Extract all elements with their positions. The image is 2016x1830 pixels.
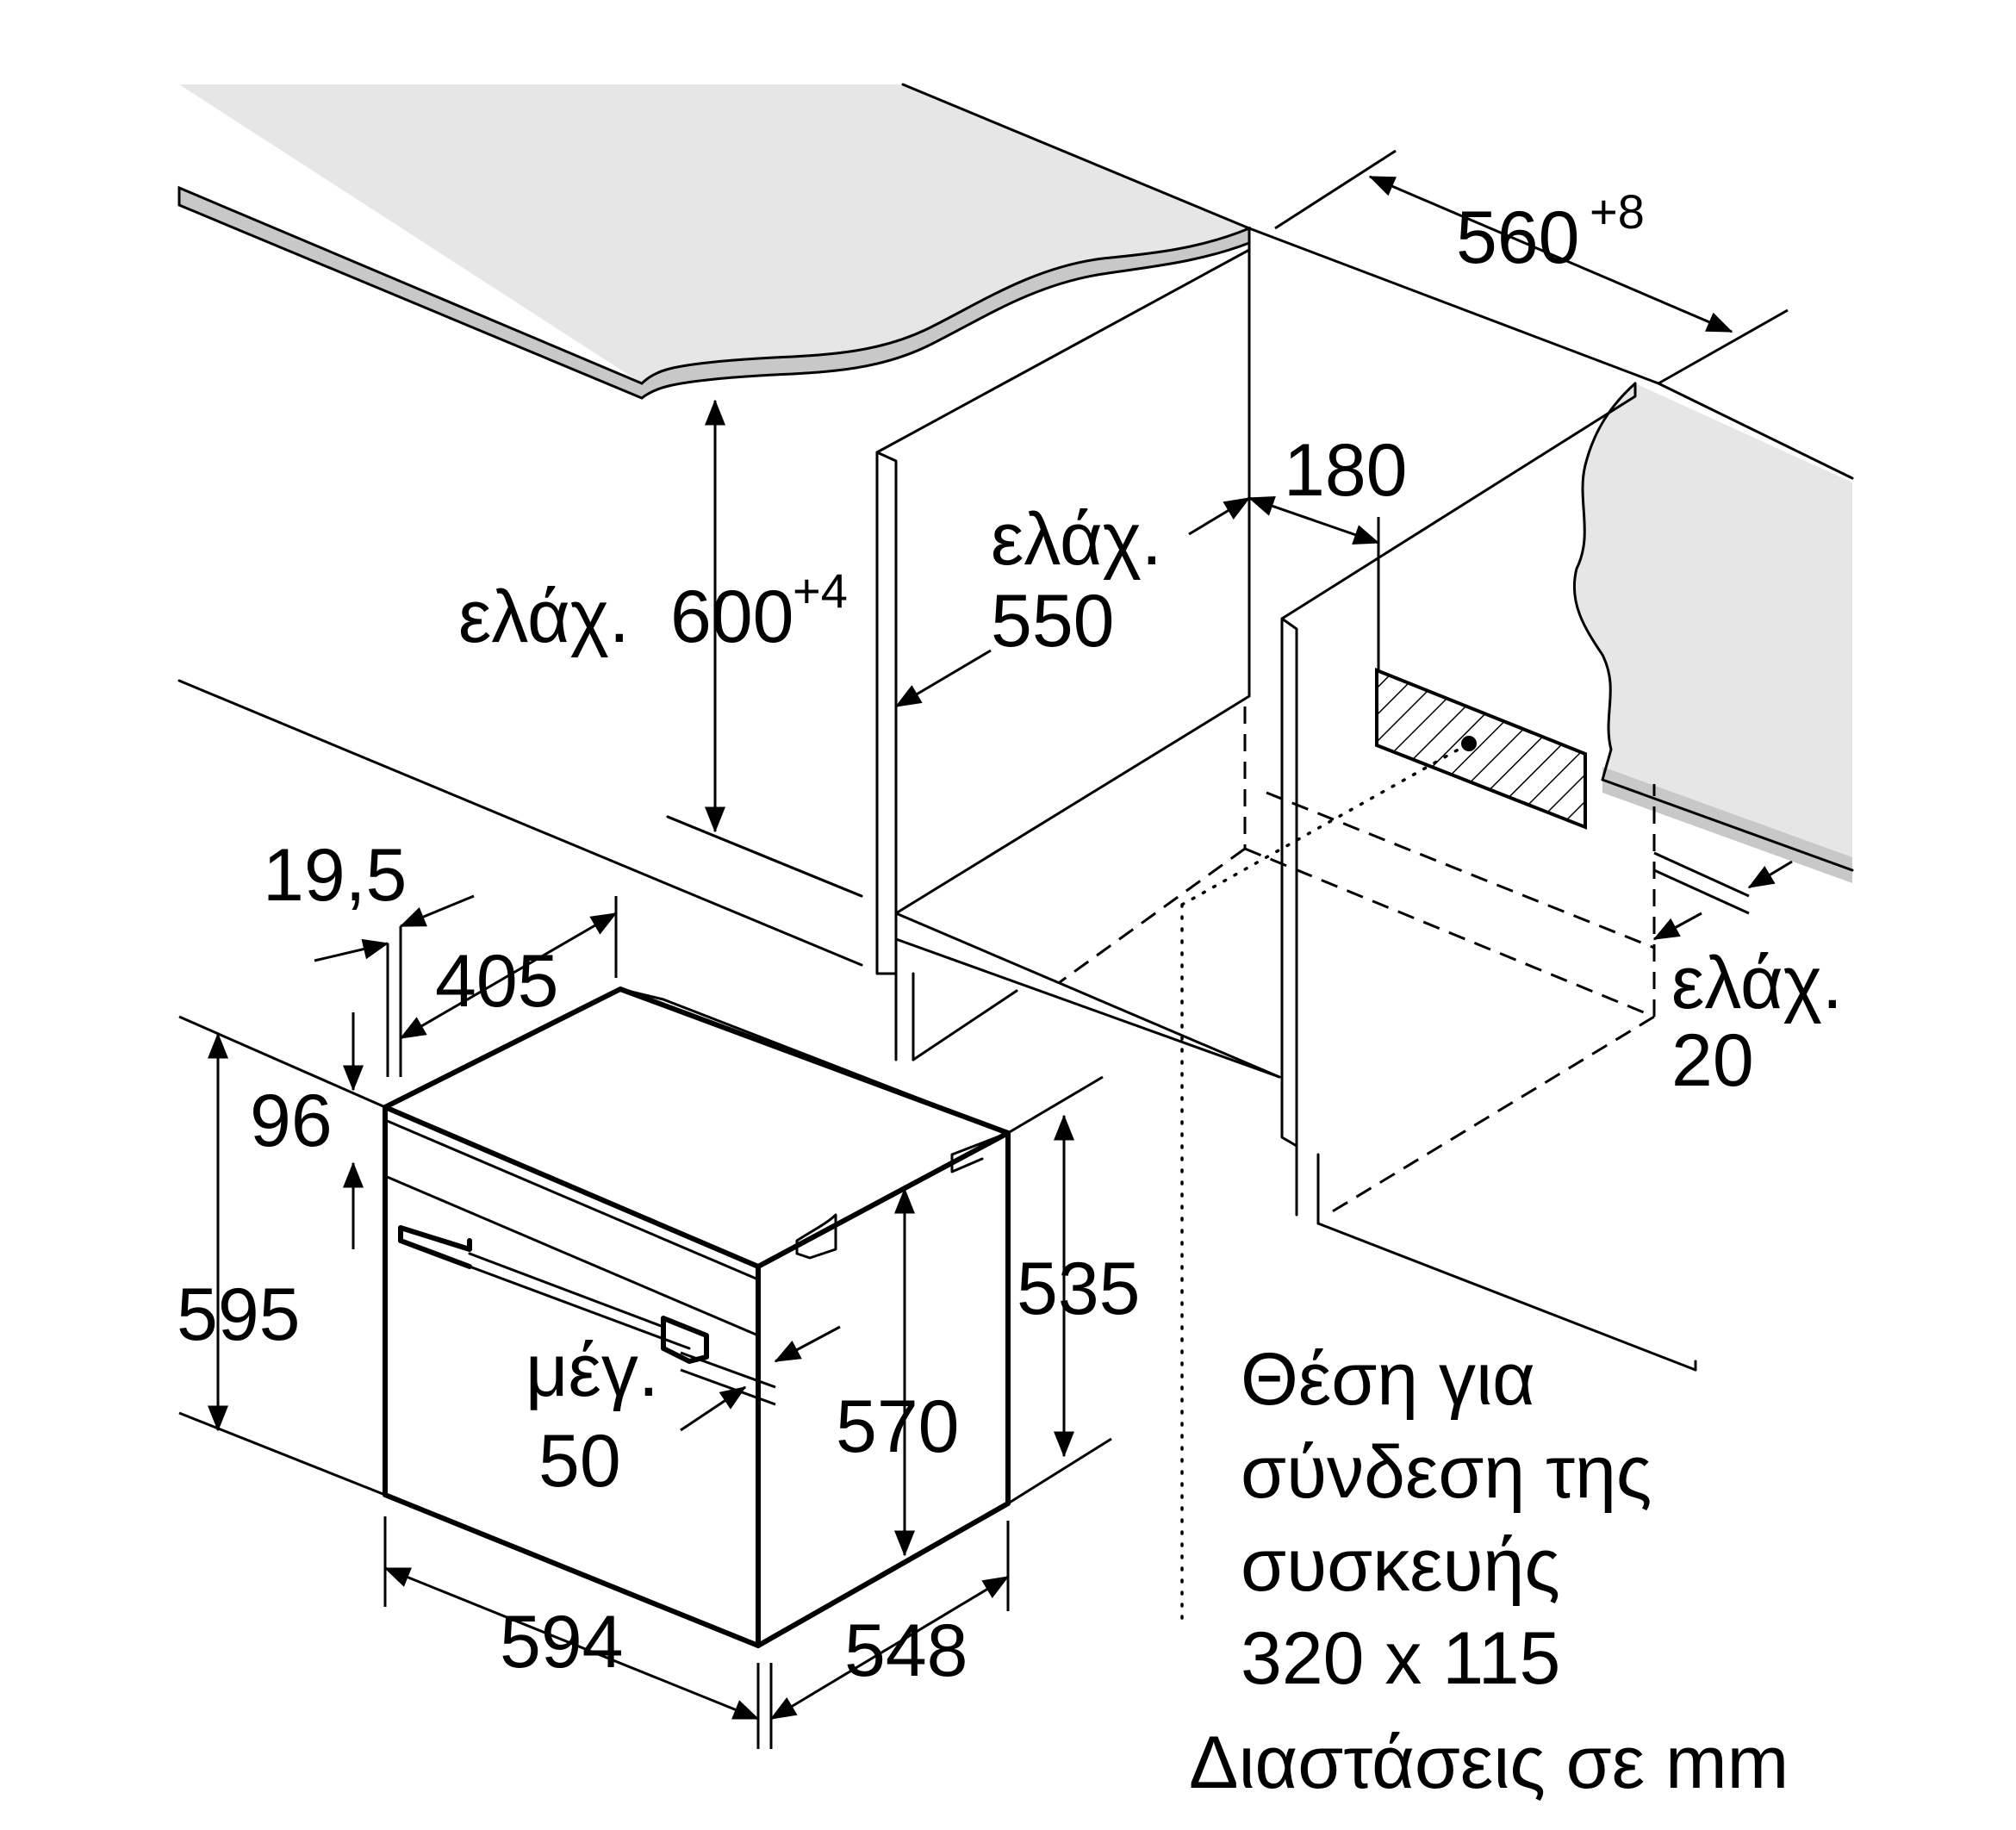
dimension-labels: 560 +8 ελάχ. 600 +4 ελάχ. 550 180 ελάχ. … [177, 184, 1843, 1804]
countertop-right [1572, 382, 1854, 883]
label-niche-height-tolerance: +4 [793, 563, 848, 618]
label-max-prefix: μέγ. [526, 1329, 659, 1412]
label-gap-side-value: 20 [1671, 1019, 1754, 1102]
label-connection-line2: σύνδεση της [1241, 1431, 1652, 1514]
label-niche-width-tolerance: +8 [1590, 184, 1645, 239]
label-gap-back: 180 [1284, 429, 1408, 512]
label-niche-height-prefix: ελάχ. [458, 576, 630, 658]
label-max-value: 50 [538, 1420, 621, 1503]
connection-leader [1180, 742, 1471, 1621]
label-control-height: 96 [250, 1080, 333, 1162]
label-niche-height: 600 [670, 576, 794, 658]
cabinet-outline [177, 227, 1697, 1372]
oven [383, 987, 1011, 1648]
label-oven-depth: 548 [844, 1609, 968, 1692]
label-depth-min-value: 550 [991, 580, 1115, 663]
label-depth-min-prefix: ελάχ. [991, 498, 1162, 581]
label-gap-side-prefix: ελάχ. [1671, 942, 1843, 1024]
label-connection-line1: Θέση για [1241, 1338, 1535, 1421]
countertop-left [177, 83, 1251, 400]
hidden-lines [1059, 706, 1656, 1217]
label-oven-height: 595 [177, 1273, 301, 1356]
label-body-height: 570 [836, 1385, 960, 1468]
label-side-height: 535 [1017, 1248, 1141, 1330]
label-connection-line4: 320 x 115 [1241, 1617, 1560, 1700]
connection-box [1375, 668, 1587, 830]
units-note: Διαστάσεις σε mm [1189, 1721, 1789, 1804]
label-oven-width: 594 [500, 1601, 624, 1684]
label-connection-line3: συσκευής [1241, 1524, 1560, 1607]
dimension-lines [178, 149, 1793, 1749]
label-panel-thickness: 19,5 [263, 834, 407, 917]
label-niche-width: 560 [1456, 196, 1580, 279]
label-door-handle: 405 [435, 940, 559, 1023]
